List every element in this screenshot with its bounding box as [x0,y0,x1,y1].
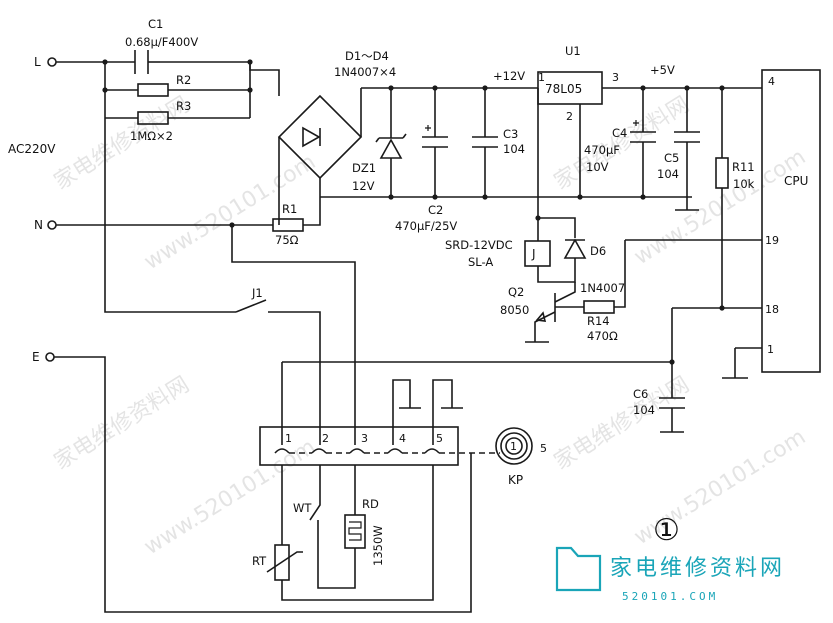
connector-pin-2: 2 [322,432,329,445]
rail-12v-label: +12V [493,69,525,83]
cpu-label: CPU [784,174,808,188]
cpu-block: CPU 4 19 18 1 [625,69,821,379]
load-section: RT WT RD 1350W [252,465,434,601]
c5-label: C5 [664,151,679,165]
capacitor-c6: C6 104 [282,308,685,433]
c6-label: C6 [633,387,648,401]
brand-logo: 家电维修资料网 520101.COM [555,546,785,603]
terminal-E: E [32,350,55,364]
r1-value: 75Ω [275,233,299,247]
u1-label: U1 [565,44,581,58]
transistor-q2: Q2 8050 1N4007 R14 470Ω [500,240,626,343]
bridge-value: 1N4007×4 [334,65,396,79]
kp-inner-label: 1 [510,440,517,453]
rd-label: RD [362,497,379,511]
c1-label: C1 [148,17,163,31]
relay-ref: J [531,247,536,261]
c5-value: 104 [657,167,679,181]
c3-value: 104 [503,142,525,156]
u1-part: 78L05 [545,82,582,96]
dz1-value: 12V [352,179,375,193]
resistor-r11: R11 10k [715,88,755,308]
r11-value: 10k [733,177,755,191]
c2-value: 470μF/25V [395,219,457,233]
r14-label: R14 [587,314,610,328]
relay-contact-j1: J1 [104,118,321,445]
cpu-pin-18: 18 [765,303,779,316]
r2-label: R2 [176,73,191,87]
capacitor-c4: C4 470μF 10V [584,88,656,197]
earth-line [54,356,472,613]
watermark-url: www.520101.com [630,145,810,271]
folder-icon [555,546,602,592]
terminal-L-label: L [34,55,41,69]
relay-part-suffix: SL-A [468,255,493,269]
r3-label: R3 [176,99,191,113]
ground-symbols [392,379,463,445]
cpu-pin-19: 19 [765,234,779,247]
knob-kp: 1 5 KP [495,427,547,487]
watermark-text: 家电维修资料网 [50,92,194,195]
cpu-pin-1: 1 [767,343,774,356]
relay-part: SRD-12VDC [445,238,513,252]
n-line-r1: R1 75Ω [56,197,356,445]
connector-pin-3: 3 [361,432,368,445]
kp-pin-label: 5 [540,442,547,455]
rt-label: RT [252,554,267,568]
c1-value: 0.68μ/F400V [125,35,198,49]
q2-value: 8050 [500,303,529,317]
connector-pin-4: 4 [399,432,406,445]
wt-label: WT [293,501,312,515]
connector-strip: 1 2 3 4 5 [259,362,500,466]
c1-r2-r3-network: C1 0.68μ/F400V R2 R3 1MΩ×2 [56,17,253,143]
relay-j: J D6 SRD-12VDC SL-A [445,88,606,283]
capacitor-c5: C5 104 [657,88,700,211]
bridge-rectifier: D1～D4 1N4007×4 [249,49,396,225]
r14-value: 470Ω [587,329,618,343]
kp-label: KP [508,473,523,487]
r11-label: R11 [732,160,755,174]
terminal-E-label: E [32,350,40,364]
watermark-text: 家电维修资料网 [50,372,194,475]
watermark-layer: 家电维修资料网 www.520101.com 家电维修资料网 www.52010… [50,92,810,560]
connector-pin-1: 1 [285,432,292,445]
terminal-L: L [34,55,57,69]
terminal-N-label: N [34,218,43,232]
connector-pin-5: 5 [436,432,443,445]
capacitor-c3: C3 104 [472,88,525,197]
regulator-u1: 78L05 U1 1 3 2 +5V [537,44,762,197]
brand-url: 520101.COM [622,590,718,603]
c4-voltage: 10V [586,160,609,174]
d6-label: D6 [590,244,606,258]
figure-number: ① [653,513,680,548]
c3-label: C3 [503,127,518,141]
u1-pin1: 1 [538,71,545,84]
u1-pin3: 3 [612,71,619,84]
cpu-pin-4: 4 [768,75,775,88]
rail-5v-label: +5V [650,63,675,77]
rd-value: 1350W [371,525,385,566]
capacitor-c2: C2 470μF/25V [395,88,457,233]
supply-label: AC220V [8,142,56,156]
bridge-label: D1～D4 [345,49,389,63]
d6-value: 1N4007 [580,281,625,295]
terminal-N: N [34,218,57,232]
c4-value: 470μF [584,143,620,157]
c6-value: 104 [633,403,655,417]
dz1-label: DZ1 [352,161,376,175]
brand-name: 家电维修资料网 [610,556,785,581]
r1-label: R1 [282,202,297,216]
u1-pin2: 2 [566,110,573,123]
q2-label: Q2 [508,285,524,299]
zener-dz1: DZ1 12V [352,88,407,197]
c2-label: C2 [428,203,443,217]
c4-label: C4 [612,126,627,140]
r2-r3-value: 1MΩ×2 [130,129,173,143]
j1-label: J1 [251,286,263,300]
